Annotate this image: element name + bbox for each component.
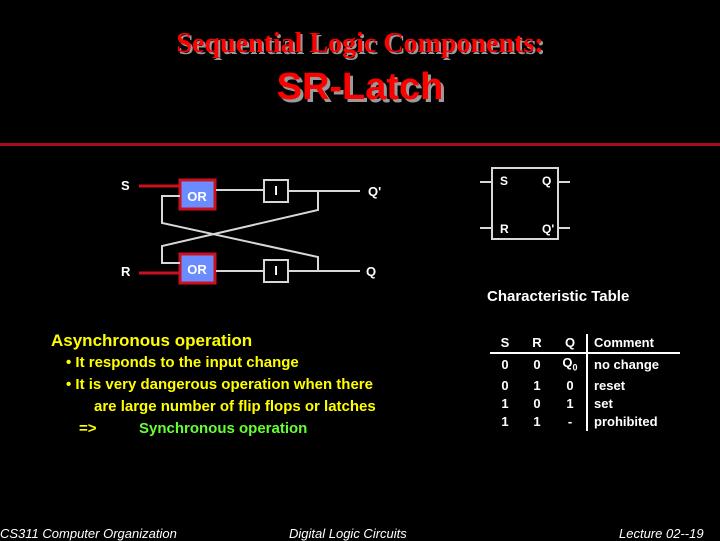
cell-q: 0: [554, 376, 588, 395]
symbol-s-label: S: [500, 174, 509, 188]
table-row: 1 0 1 set: [490, 394, 680, 413]
latch-symbol-box: [491, 167, 559, 240]
notes-heading: Asynchronous operation: [51, 331, 253, 350]
notes-bullet-2: • It is very dangerous operation when th…: [66, 376, 373, 393]
cell-comment: prohibited: [594, 413, 658, 429]
inverter-bottom-label: I: [274, 263, 278, 278]
output-q-label: Q: [366, 264, 377, 279]
notes-bullet-1: • It responds to the input change: [66, 354, 299, 371]
symbol-q-label: Q: [542, 174, 552, 188]
cell-r: 0: [533, 395, 541, 411]
or-gate-bottom: [178, 252, 217, 285]
notes-bullet-2-continued: are large number of flip flops or latche…: [94, 398, 376, 415]
cell-comment: set: [594, 395, 613, 411]
title-line-1: Sequential Logic Components:: [176, 28, 544, 59]
cell-q: 1: [554, 394, 588, 413]
cell-q: Q0: [554, 353, 588, 377]
notes-conclusion: Synchronous operation: [139, 420, 308, 437]
cell-s: 1: [501, 413, 509, 429]
cell-s: 0: [501, 377, 509, 393]
symbol-r-label: R: [500, 222, 509, 236]
table-row: 1 1 - prohibited: [490, 412, 680, 431]
cell-q: -: [554, 412, 588, 431]
header-s: S: [490, 334, 520, 354]
header-r: R: [520, 334, 554, 354]
cell-r: 0: [533, 357, 541, 373]
table-row: 0 0 Q0 no change: [490, 353, 680, 377]
or-gate-bottom-label: OR: [187, 262, 207, 277]
table-header-row: S R Q Comment: [490, 334, 680, 354]
header-q: Q: [554, 334, 588, 354]
cell-comment: reset: [594, 377, 626, 393]
notes-arrow: =>: [79, 420, 97, 437]
or-gate-top-label: OR: [187, 189, 207, 204]
header-comment: Comment: [587, 334, 680, 354]
cell-r: 1: [533, 377, 541, 393]
or-gate-top: [178, 178, 217, 211]
cell-s: 1: [501, 395, 509, 411]
footer-course: CS311 Computer Organization: [0, 526, 177, 541]
symbol-qbar-label: Q': [542, 222, 555, 236]
input-s-label: S: [121, 178, 130, 193]
footer-topic: Digital Logic Circuits: [289, 526, 407, 541]
divider: [0, 143, 720, 146]
cell-q-value: Q: [562, 355, 573, 370]
table-row: 0 1 0 reset: [490, 376, 680, 395]
characteristic-table-title: Characteristic Table: [487, 288, 630, 305]
cell-r: 1: [533, 413, 541, 429]
cell-s: 0: [501, 357, 509, 373]
output-qbar-label: Q': [368, 184, 382, 199]
inverter-top-label: I: [274, 183, 278, 198]
input-r-label: R: [121, 264, 131, 279]
title-line-2: SR-Latch: [276, 66, 444, 108]
cell-comment: no change: [594, 357, 660, 373]
cell-q-subscript: 0: [572, 362, 578, 373]
characteristic-table: S R Q Comment 0 0 Q0 no change 0 1 0 res…: [490, 334, 680, 431]
footer-lecture: Lecture 02--19: [619, 526, 704, 541]
